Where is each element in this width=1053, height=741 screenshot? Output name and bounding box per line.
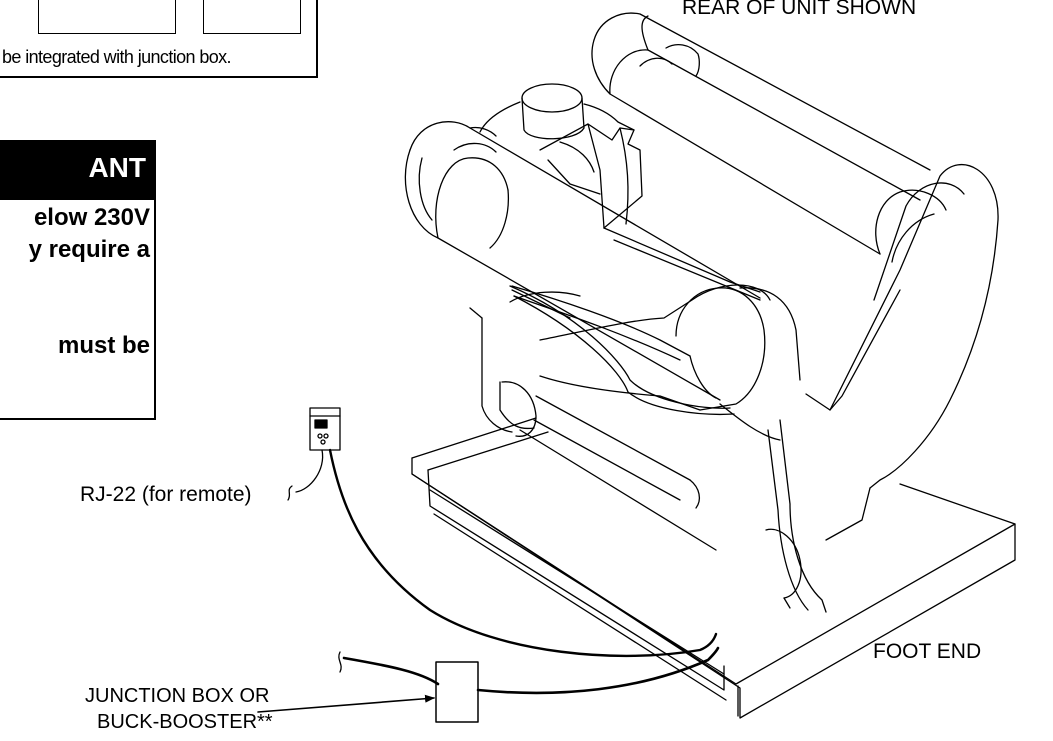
rear-roller bbox=[591, 12, 947, 255]
junction-box-label-line1: JUNCTION BOX OR bbox=[85, 685, 270, 707]
rear-of-unit-label: REAR OF UNIT SHOWN bbox=[682, 0, 917, 19]
rear-frame bbox=[469, 164, 999, 613]
important-notice-line-3: must be bbox=[57, 332, 150, 359]
junction-box-arrow bbox=[257, 694, 435, 713]
vent-port bbox=[479, 83, 635, 140]
important-notice-heading: ANT bbox=[0, 142, 154, 200]
remote-display bbox=[314, 419, 328, 429]
important-notice-box: ANT elow 230V y require a must be bbox=[0, 140, 156, 420]
remote-control bbox=[309, 407, 341, 451]
note-box-cell-left bbox=[38, 0, 176, 34]
important-notice-line-2: y require a bbox=[28, 236, 150, 263]
front-roller bbox=[509, 284, 801, 441]
power-cord-in bbox=[342, 656, 440, 686]
center-wedge bbox=[539, 123, 643, 229]
curved-belt bbox=[509, 285, 735, 415]
wiring-note-box bbox=[0, 0, 318, 78]
junction-box-label-line2: BUCK-BOOSTER** bbox=[97, 711, 273, 733]
power-cord-out bbox=[476, 646, 720, 695]
remote-lead-cable bbox=[328, 448, 718, 658]
base-platform bbox=[411, 417, 1016, 719]
left-roller bbox=[404, 121, 761, 401]
important-notice-heading-text: ANT bbox=[88, 152, 146, 183]
power-cord-break bbox=[338, 651, 342, 673]
remote-buttons bbox=[317, 433, 329, 445]
foot-end-label: FOOT END bbox=[873, 640, 982, 663]
note-box-cell-right bbox=[203, 0, 301, 34]
rj22-label: RJ-22 (for remote) bbox=[80, 483, 252, 506]
junction-box bbox=[435, 661, 479, 723]
rj22-cable bbox=[295, 449, 324, 493]
wiring-note-text: be integrated with junction box. bbox=[2, 47, 232, 67]
important-notice-line-1: elow 230V bbox=[33, 204, 150, 231]
rj22-cable-break bbox=[287, 485, 293, 501]
lower-roller bbox=[501, 381, 802, 609]
